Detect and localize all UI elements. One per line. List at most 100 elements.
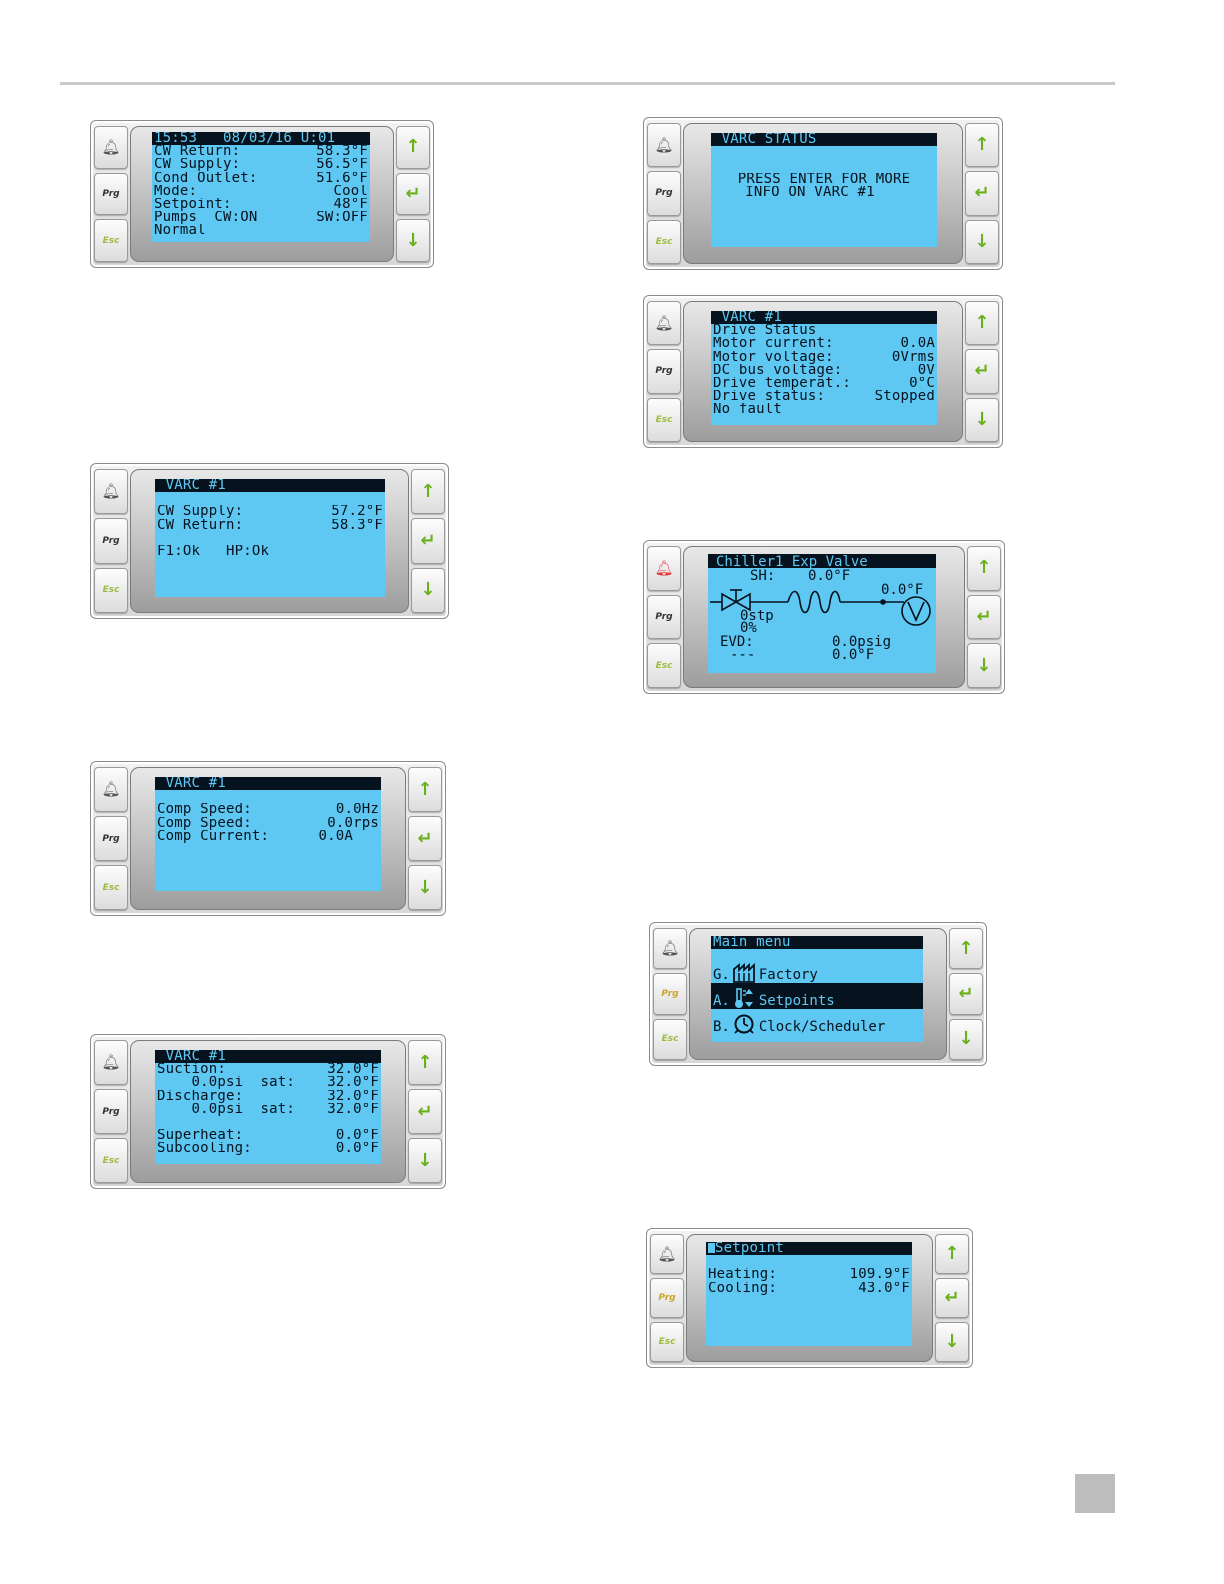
- down-button[interactable]: ↓: [967, 643, 1001, 689]
- up-button[interactable]: ↑: [408, 767, 442, 812]
- esc-button[interactable]: Esc: [94, 1138, 128, 1183]
- menu-item-setpoints[interactable]: A. Setpoints: [711, 983, 923, 1010]
- alarm-button[interactable]: 🔔︎: [94, 469, 128, 515]
- terminal-main-status: 🔔︎ Prg Esc 15:53 08/03/16 U:01 CW Return…: [90, 120, 434, 268]
- terminal-varc-comp: 🔔︎ Prg Esc VARC #1 Comp Speed:0.0Hz Comp…: [90, 761, 446, 916]
- enter-button[interactable]: ↵: [935, 1278, 969, 1318]
- prg-button[interactable]: Prg: [94, 1089, 128, 1134]
- esc-button[interactable]: Esc: [647, 397, 681, 442]
- header-rule: [60, 82, 1115, 85]
- factory-icon: [732, 963, 755, 984]
- valve-steps: 0stp: [740, 608, 774, 624]
- esc-button[interactable]: Esc: [650, 1322, 684, 1362]
- alarm-button[interactable]: 🔔︎: [653, 928, 687, 970]
- alarm-button[interactable]: 🔔︎: [647, 123, 681, 168]
- down-button[interactable]: ↓: [965, 219, 999, 264]
- esc-button[interactable]: Esc: [647, 219, 681, 264]
- arrow-up-icon: ↑: [944, 1243, 960, 1264]
- esc-button[interactable]: Esc: [653, 1018, 687, 1060]
- lcd-screen: VARC #1 Drive Status Motor current:0.0A …: [711, 311, 937, 425]
- enter-button[interactable]: ↵: [408, 1089, 442, 1134]
- down-button[interactable]: ↓: [408, 865, 442, 910]
- enter-icon: ↵: [976, 606, 992, 627]
- esc-button[interactable]: Esc: [94, 865, 128, 910]
- esc-button[interactable]: Esc: [94, 567, 128, 613]
- up-button[interactable]: ↑: [408, 1040, 442, 1085]
- bell-icon: 🔔︎: [654, 313, 674, 332]
- terminal-varc-status: 🔔︎ Prg Esc VARC STATUS PRESS ENTER FOR M…: [643, 117, 1003, 270]
- enter-button[interactable]: ↵: [411, 518, 445, 564]
- down-button[interactable]: ↓: [408, 1138, 442, 1183]
- prg-button[interactable]: Prg: [647, 171, 681, 216]
- lcd-screen: 15:53 08/03/16 U:01 CW Return:58.3°F CW …: [152, 132, 370, 242]
- refrigerant-circuit-diagram: Chiller1 Exp Valve SH: 0.0°F 0.0°F 0: [708, 554, 936, 663]
- terminal-setpoint: 🔔︎ Prg Esc Setpoint Heating:109.9°F Cool…: [646, 1228, 973, 1368]
- terminal-varc-pressures: 🔔︎ Prg Esc VARC #1 Suction:32.0°F 0.0psi…: [90, 1034, 446, 1189]
- title-bar: [708, 554, 936, 568]
- down-button[interactable]: ↓: [965, 397, 999, 442]
- enter-icon: ↵: [958, 982, 974, 1004]
- suction-temp: 0.0°F: [881, 582, 923, 598]
- enter-button[interactable]: ↵: [396, 172, 430, 216]
- prg-button[interactable]: Prg: [94, 172, 128, 216]
- terminal-varc-drive: 🔔︎ Prg Esc VARC #1 Drive Status Motor cu…: [643, 295, 1003, 448]
- alarm-button[interactable]: 🔔︎: [94, 1040, 128, 1085]
- down-button[interactable]: ↓: [935, 1322, 969, 1362]
- screen-title: VARC #1: [711, 311, 937, 325]
- arrow-down-icon: ↓: [974, 230, 990, 252]
- lcd-screen: VARC #1 Suction:32.0°F 0.0psi sat:32.0°F…: [155, 1050, 381, 1164]
- cursor-block: [708, 1243, 715, 1253]
- arrow-down-icon: ↓: [944, 1331, 960, 1352]
- up-button[interactable]: ↑: [396, 126, 430, 169]
- enter-button[interactable]: ↵: [408, 816, 442, 861]
- alarm-button[interactable]: 🔔︎: [647, 546, 681, 591]
- alarm-button[interactable]: 🔔︎: [647, 301, 681, 346]
- arrow-up-icon: ↑: [420, 480, 436, 502]
- arrow-down-icon: ↓: [974, 408, 990, 430]
- menu-item-clock-scheduler[interactable]: B. Clock/Scheduler: [711, 1009, 923, 1035]
- prg-button[interactable]: Prg: [650, 1278, 684, 1318]
- prg-button[interactable]: Prg: [653, 973, 687, 1015]
- compressor-icon: [901, 596, 931, 626]
- up-button[interactable]: ↑: [967, 546, 1001, 591]
- bell-alarm-icon: 🔔︎: [654, 558, 674, 577]
- arrow-up-icon: ↑: [405, 136, 421, 158]
- bell-icon: 🔔︎: [101, 137, 121, 156]
- lcd-screen: VARC STATUS PRESS ENTER FOR MORE INFO ON…: [711, 133, 937, 247]
- up-button[interactable]: ↑: [411, 469, 445, 515]
- down-button[interactable]: ↓: [411, 567, 445, 613]
- sh-label: SH:: [750, 568, 775, 584]
- esc-button[interactable]: Esc: [647, 643, 681, 689]
- enter-button[interactable]: ↵: [949, 973, 983, 1015]
- screen-title: VARC #1: [155, 777, 381, 791]
- alarm-button[interactable]: 🔔︎: [650, 1234, 684, 1274]
- up-button[interactable]: ↑: [935, 1234, 969, 1274]
- arrow-up-icon: ↑: [958, 937, 974, 959]
- enter-icon: ↵: [417, 827, 433, 849]
- prg-button[interactable]: Prg: [94, 518, 128, 564]
- menu-item-factory[interactable]: G. Factory: [711, 957, 923, 983]
- down-button[interactable]: ↓: [396, 219, 430, 263]
- alarm-button[interactable]: 🔔︎: [94, 126, 128, 169]
- arrow-up-icon: ↑: [974, 312, 990, 334]
- screen-title: VARC #1: [155, 1050, 381, 1064]
- terminal-varc-supply: 🔔︎ Prg Esc VARC #1 CW Supply:57.2°F CW R…: [90, 463, 449, 619]
- enter-button[interactable]: ↵: [965, 171, 999, 216]
- up-button[interactable]: ↑: [965, 123, 999, 168]
- down-button[interactable]: ↓: [949, 1018, 983, 1060]
- terminal-exp-valve: 🔔︎ Prg Esc Chiller1 Exp Valve SH: 0.0°F …: [643, 540, 1005, 694]
- up-button[interactable]: ↑: [949, 928, 983, 970]
- esc-button[interactable]: Esc: [94, 219, 128, 263]
- prg-button[interactable]: Prg: [94, 816, 128, 861]
- lcd-screen: VARC #1 CW Supply:57.2°F CW Return:58.3°…: [155, 479, 385, 597]
- enter-button[interactable]: ↵: [967, 594, 1001, 640]
- enter-button[interactable]: ↵: [965, 349, 999, 394]
- alarm-button[interactable]: 🔔︎: [94, 767, 128, 812]
- thermometer-icon: [734, 988, 753, 1009]
- bell-icon: 🔔︎: [657, 1244, 677, 1263]
- prg-button[interactable]: Prg: [647, 349, 681, 394]
- up-button[interactable]: ↑: [965, 301, 999, 346]
- prg-button[interactable]: Prg: [647, 594, 681, 640]
- evd-pressure: 0.0psig: [832, 634, 891, 650]
- screen-title: VARC STATUS: [711, 133, 937, 147]
